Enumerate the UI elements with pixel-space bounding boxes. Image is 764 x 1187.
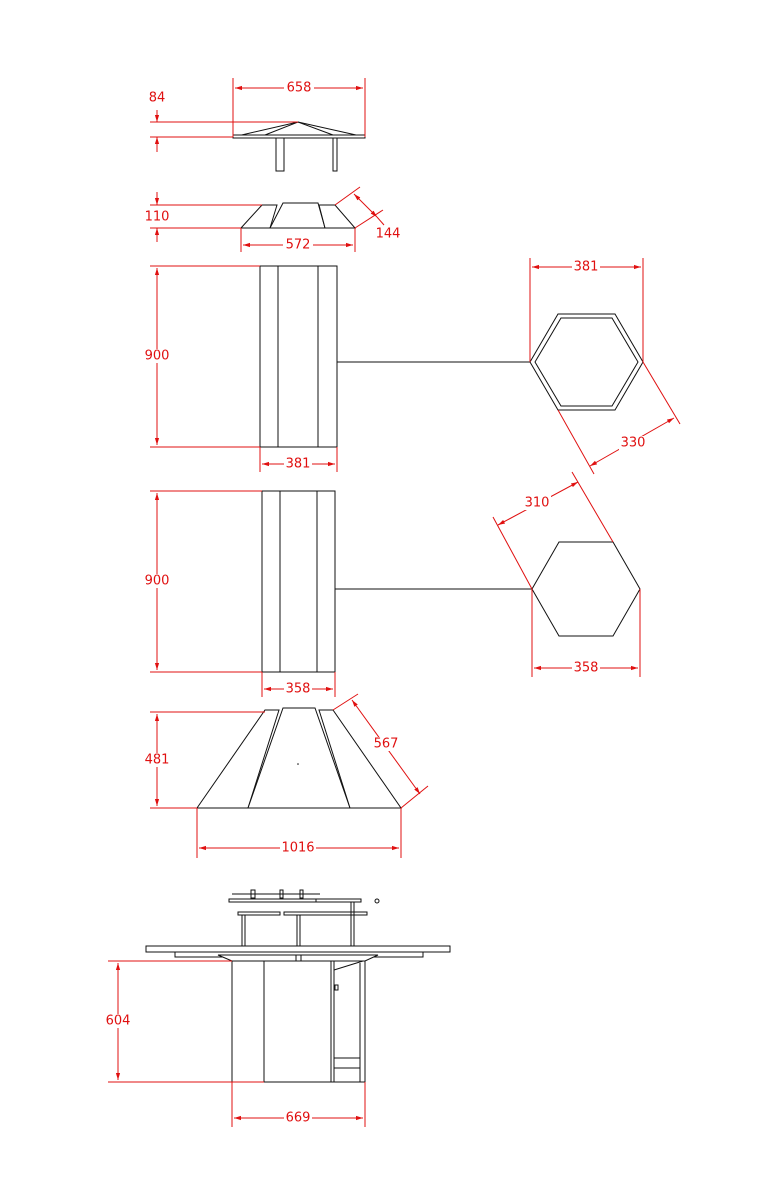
dim-cap-width: 572 [286,238,311,253]
dim-hex2-flat: 310 [525,496,550,511]
dim-cap-height: 110 [145,210,170,225]
dim-base-height: 604 [106,1014,131,1029]
dim-column1-height: 900 [145,349,170,364]
dim-cap-slant: 144 [376,227,401,242]
hexagon-section-2 [531,541,641,637]
dim-hex1-width: 381 [574,260,599,275]
hood-view: 481 567 1016 [143,693,429,858]
dim-roof-width: 658 [287,81,312,96]
roof-view: 658 84 [149,78,366,172]
column-view-1: 900 381 381 330 [143,258,681,475]
dim-hex1-flat: 330 [621,436,646,451]
dim-column2-width: 358 [286,682,311,697]
dim-column1-width: 381 [286,457,311,472]
dim-hood-slant: 567 [374,737,399,752]
dim-hex2-width: 358 [574,661,599,676]
dim-hood-width: 1016 [281,841,314,856]
dim-column2-height: 900 [145,574,170,589]
cap-view: 110 572 144 [145,186,401,253]
column-view-2: 900 358 310 358 [143,471,641,697]
base-assembly-view: 604 669 [104,889,451,1127]
hexagon-section-1 [529,313,644,411]
dim-hood-height: 481 [145,753,170,768]
dim-roof-height: 84 [149,91,166,106]
dim-base-width: 669 [286,1111,311,1126]
